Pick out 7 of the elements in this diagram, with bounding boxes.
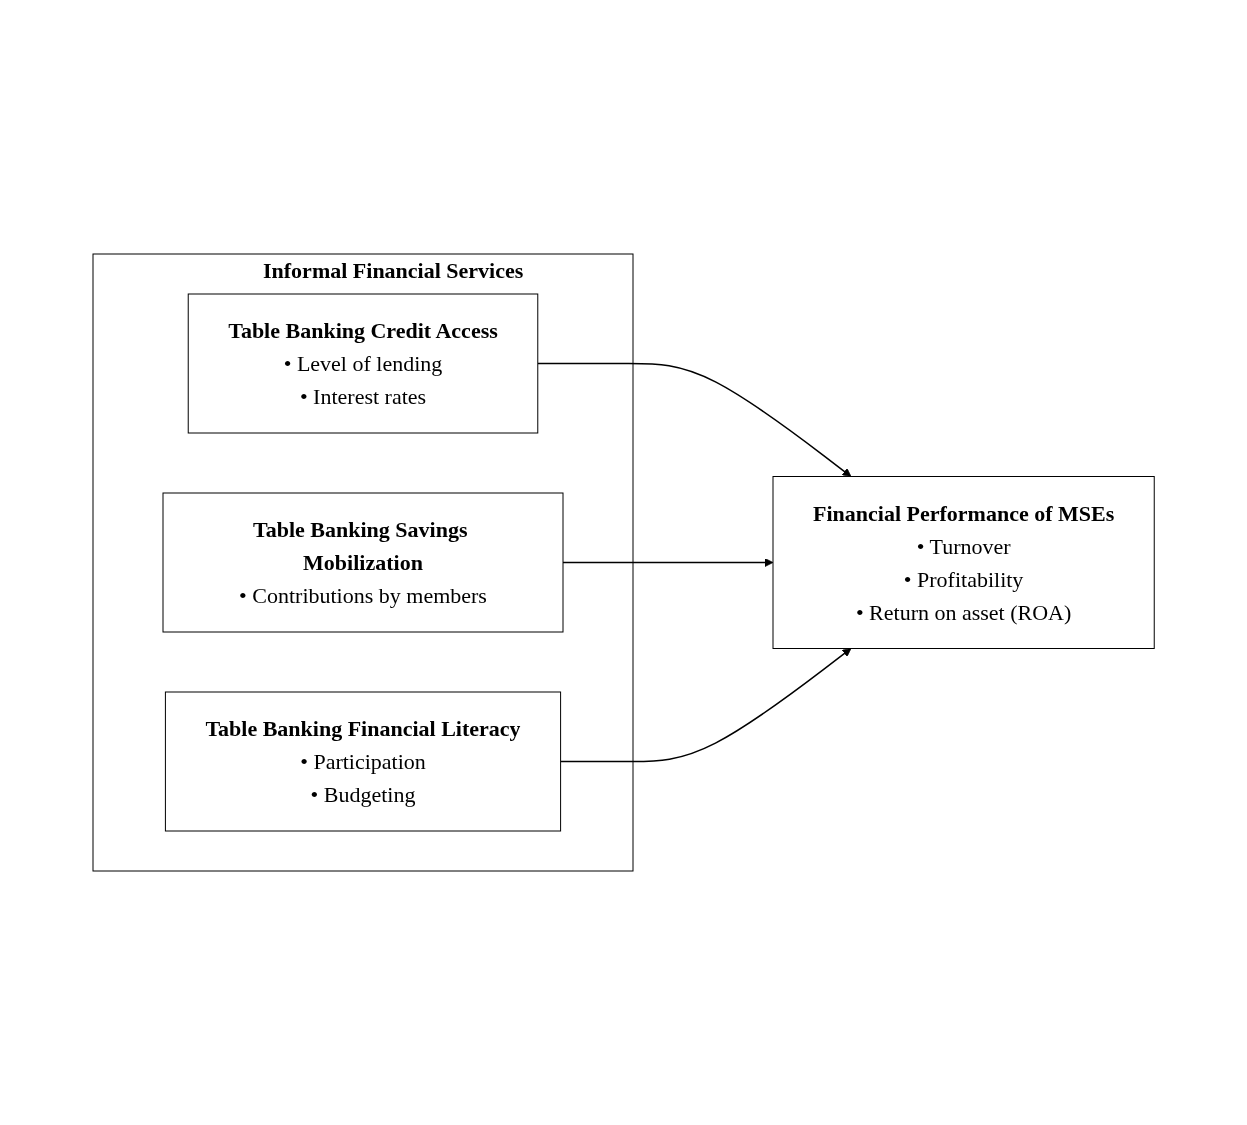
node-box: Table Banking Savings Mobilization • Contributions by members [162, 492, 564, 633]
arrow [536, 362, 852, 477]
arrow [562, 558, 774, 567]
node-box: Table Banking Financial Literacy • Participation • Budgeting [164, 691, 561, 832]
arrow [559, 648, 852, 763]
node-box: Table Banking Credit Access • Level of lending • Interest rates [187, 293, 539, 434]
node-box: Financial Performance of MSEs • Turnover • Profitability • Return on asset (ROA) [772, 476, 1155, 649]
